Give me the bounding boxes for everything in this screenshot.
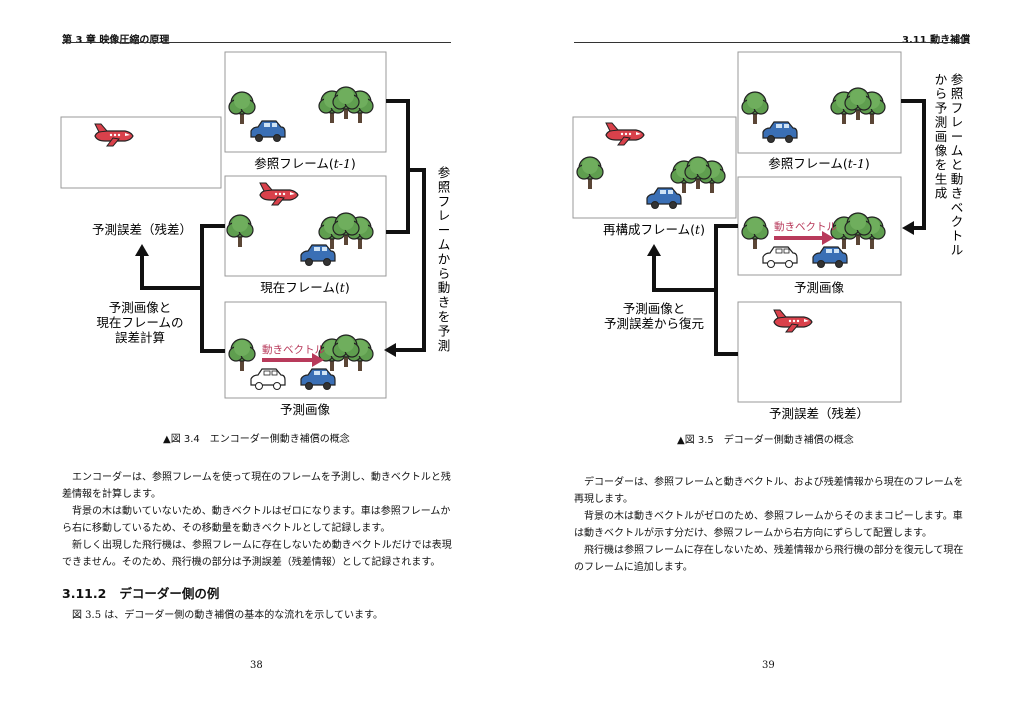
vertical-label-char: 像 <box>935 143 948 158</box>
predicted-image-label: 予測画像 <box>794 280 845 295</box>
vertical-label-char: と <box>951 157 964 172</box>
reference-frame-label: 参照フレーム(t-1) <box>768 156 870 171</box>
vertical-label-char: 参 <box>951 72 964 87</box>
vertical-label-char: 成 <box>935 186 948 201</box>
vertical-label-col-1: 参照フレームと動きベクトル <box>951 72 964 257</box>
paragraph: 背景の木は動きベクトルがゼロのため、参照フレームからそのままコピーします。車は動… <box>574 511 963 539</box>
vertical-label-char: を <box>935 157 948 172</box>
section-number: 3.11.2 <box>62 586 107 601</box>
motion-vector-label: 動きベクトル <box>262 343 325 356</box>
paragraph: デコーダーは、参照フレームと動きベクトル、および残差情報から現在のフレームを再現… <box>574 477 964 505</box>
vertical-label-char: 予 <box>438 323 451 338</box>
vertical-label-char: 照 <box>438 179 451 194</box>
bracket-line <box>714 224 738 356</box>
vertical-label-char: ム <box>438 237 451 252</box>
motion-vector-arrowhead <box>822 231 834 245</box>
vertical-label-char: ベ <box>951 200 964 215</box>
body-text: デコーダーは、参照フレームと動きベクトル、および残差情報から現在のフレームを再現… <box>574 474 964 576</box>
prediction-error-label: 予測誤差（残差） <box>769 406 869 421</box>
vertical-label-char: レ <box>951 115 964 130</box>
restore-label-line-2: 予測誤差から復元 <box>604 316 704 331</box>
body-text: エンコーダーは、参照フレームを使って現在のフレームを予測し、動きベクトルと残差情… <box>62 469 452 571</box>
calc-label-line-3: 誤差計算 <box>115 330 165 345</box>
arrowhead <box>384 343 396 357</box>
page-number: 39 <box>762 660 775 671</box>
error-arrow-line <box>140 254 202 290</box>
paragraph: 飛行機は参照フレームに存在しないため、残差情報から飛行機の部分を復元して現在のフ… <box>574 545 964 573</box>
vertical-label-char: ム <box>951 143 964 158</box>
arrowhead <box>902 221 914 235</box>
paragraph: 背景の木は動いていないため、動きベクトルはゼロになります。車は参照フレームから右… <box>62 506 451 534</box>
paragraph: 図 3.5 は、デコーダー側の動き補償の基本的な流れを示しています。 <box>72 610 383 621</box>
bracket-arrow-line <box>901 99 926 230</box>
vertical-label-char: ク <box>951 214 964 229</box>
page-number: 38 <box>250 660 263 671</box>
vertical-label-char: 測 <box>438 338 451 353</box>
vertical-label-char: 生 <box>935 171 948 186</box>
figure-caption: ▲図 3.5 デコーダー側動き補償の概念 <box>677 435 854 446</box>
vertical-label-char: フ <box>438 194 451 209</box>
motion-vector-arrowhead <box>312 353 324 367</box>
vertical-label-char: ル <box>951 242 964 257</box>
current-frame-label: 現在フレーム(t) <box>260 280 349 295</box>
bracket-arrow-line <box>392 168 426 352</box>
vertical-label-char: か <box>935 72 948 87</box>
figure-caption: ▲図 3.4 エンコーダー側動き補償の概念 <box>163 434 350 445</box>
vertical-label-char: ら <box>438 266 451 281</box>
paragraph: 新しく出現した飛行機は、参照フレームに存在しないため動きベクトルだけでは表現でき… <box>62 540 452 568</box>
header-rule <box>62 42 451 43</box>
vertical-label-char: 参 <box>438 165 451 180</box>
vertical-label-char: ト <box>951 228 964 243</box>
vertical-label-char: 動 <box>438 280 451 295</box>
calc-label-line-1: 予測画像と <box>109 300 172 315</box>
predicted-image-label: 予測画像 <box>280 402 331 417</box>
prediction-error-label: 予測誤差（残差） <box>92 222 192 237</box>
figure-3-4: 参照フレーム(t-1) 現在フレーム(t) 動きベクトル 予測画像 予測誤差（残… <box>60 51 451 417</box>
vertical-label-char: 動 <box>951 171 964 186</box>
vertical-label-char: か <box>438 251 451 266</box>
left-page: 第 3 章 映像圧縮の原理 <box>60 35 452 671</box>
reconstructed-frame-label: 再構成フレーム(t) <box>603 222 705 237</box>
paragraph: エンコーダーは、参照フレームを使って現在のフレームを予測し、動きベクトルと残差情… <box>62 472 451 500</box>
bracket-line <box>200 224 225 353</box>
section-text: 図 3.5 は、デコーダー側の動き補償の基本的な流れを示しています。 <box>62 607 452 624</box>
vertical-label-char: 画 <box>935 129 948 144</box>
section-heading: 3.11.2 デコーダー側の例 <box>62 583 219 602</box>
motion-vector-label: 動きベクトル <box>774 220 837 233</box>
restore-label-line-1: 予測画像と <box>623 301 686 316</box>
vertical-label-char: レ <box>438 208 451 223</box>
vertical-label-char: ー <box>438 223 451 238</box>
prediction-error-box <box>737 301 902 403</box>
vertical-label-char: き <box>438 295 451 310</box>
vertical-label-char: 予 <box>935 100 948 115</box>
arrowhead <box>135 244 149 256</box>
reference-frame-label: 参照フレーム(t-1) <box>254 156 356 171</box>
running-header: 3.11 動き補償 <box>902 35 971 46</box>
vertical-label-char: 照 <box>951 86 964 101</box>
section-title: デコーダー側の例 <box>119 586 220 601</box>
calc-label-line-2: 現在フレームの <box>96 315 183 330</box>
vertical-label-char: 測 <box>935 115 948 130</box>
bracket-line <box>386 99 410 234</box>
prediction-error-box <box>60 116 222 189</box>
vertical-label-char: き <box>951 186 964 201</box>
right-page: 3.11 動き補償 参照フレーム(t-1) <box>512 0 1024 726</box>
figure-3-5: 参照フレーム(t-1) 動きベクトル 予測画像 予測誤差（残差） 再構成フレーム… <box>572 51 964 421</box>
reconstruct-arrow-line <box>652 254 716 292</box>
header-rule <box>574 42 964 43</box>
vertical-label-char: ら <box>935 86 948 101</box>
arrowhead <box>647 244 661 256</box>
vertical-label-char: フ <box>951 100 964 115</box>
vertical-label-char: ー <box>951 129 964 144</box>
vertical-label-char: を <box>438 309 451 324</box>
running-header: 第 3 章 映像圧縮の原理 <box>62 35 170 46</box>
